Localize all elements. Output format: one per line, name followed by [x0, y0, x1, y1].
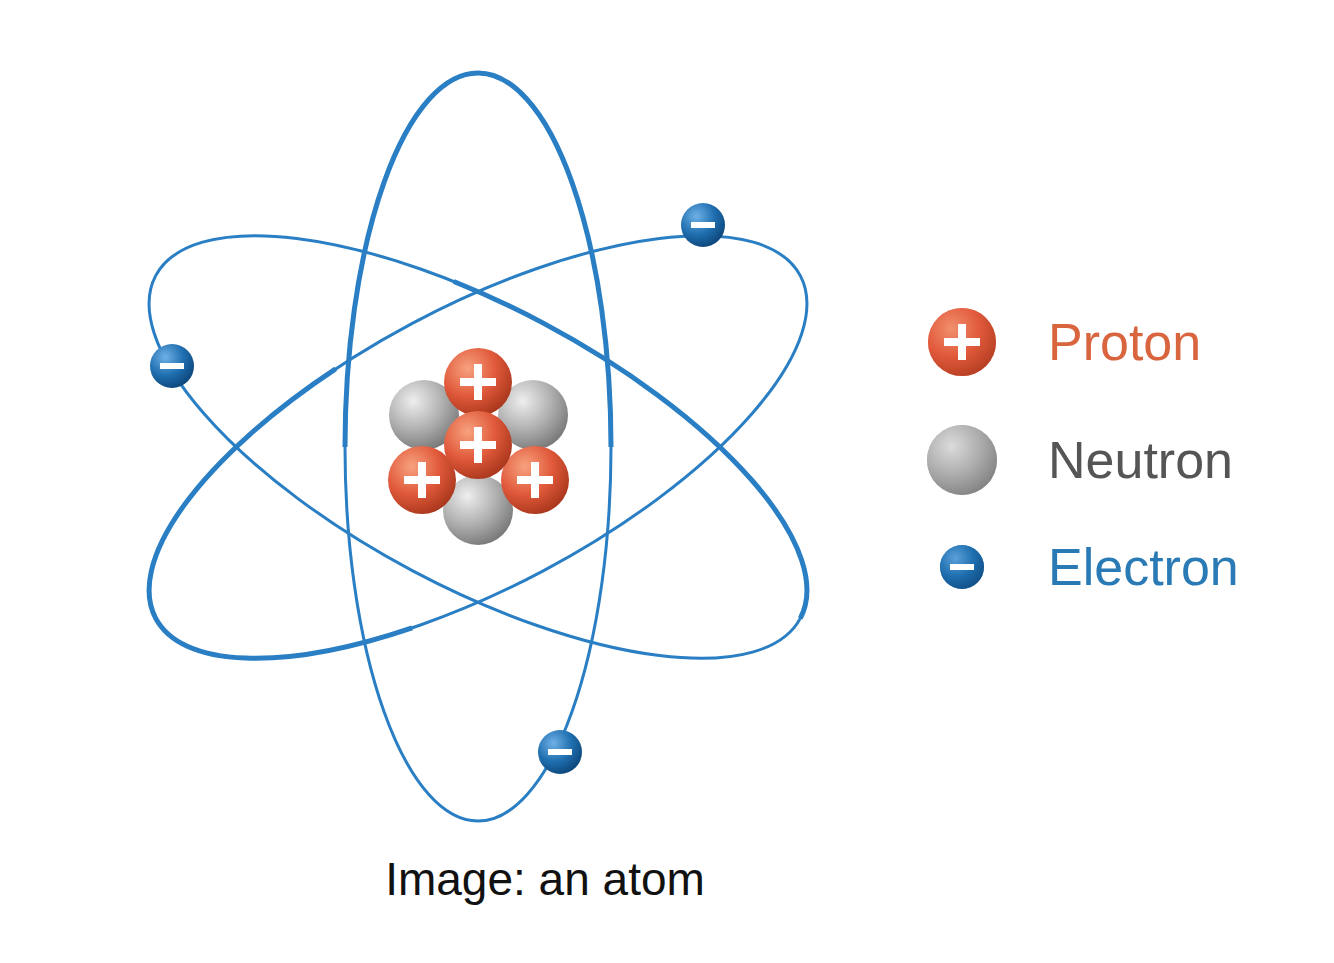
plus-sign [944, 324, 980, 360]
proton [444, 348, 512, 416]
legend-swatch [940, 545, 984, 589]
caption: Image: an atom [245, 852, 845, 906]
electron [150, 344, 194, 388]
orbit-front [90, 152, 866, 742]
electron [681, 203, 725, 247]
proton [444, 411, 512, 479]
legend-label: Electron [1048, 537, 1239, 597]
legend-swatch-icon [920, 302, 1004, 382]
orbits [90, 73, 866, 821]
legend-swatch-icon [920, 420, 1004, 500]
swatch-shading [940, 545, 984, 589]
orbit [345, 73, 611, 821]
legend-entry: Proton [920, 302, 1201, 382]
electron [538, 730, 582, 774]
minus-sign [950, 564, 974, 570]
swatch-shading [927, 425, 997, 495]
legend-swatch [928, 308, 996, 376]
proton [388, 446, 456, 514]
nucleus [388, 348, 569, 545]
orbit-front [345, 73, 611, 447]
legend-entry: Neutron [920, 420, 1233, 500]
orbit-front [90, 152, 866, 742]
minus-signs [160, 225, 715, 752]
electrons [150, 203, 725, 774]
swatch-shading [928, 308, 996, 376]
orbit [90, 152, 866, 742]
legend-swatch [927, 425, 997, 495]
legend-label: Proton [1048, 312, 1201, 372]
plus-signs [404, 364, 553, 498]
orbit [90, 152, 866, 742]
legend-swatch-icon [920, 527, 1004, 607]
proton [501, 446, 569, 514]
legend-entry: Electron [920, 527, 1239, 607]
legend-label: Neutron [1048, 430, 1233, 490]
